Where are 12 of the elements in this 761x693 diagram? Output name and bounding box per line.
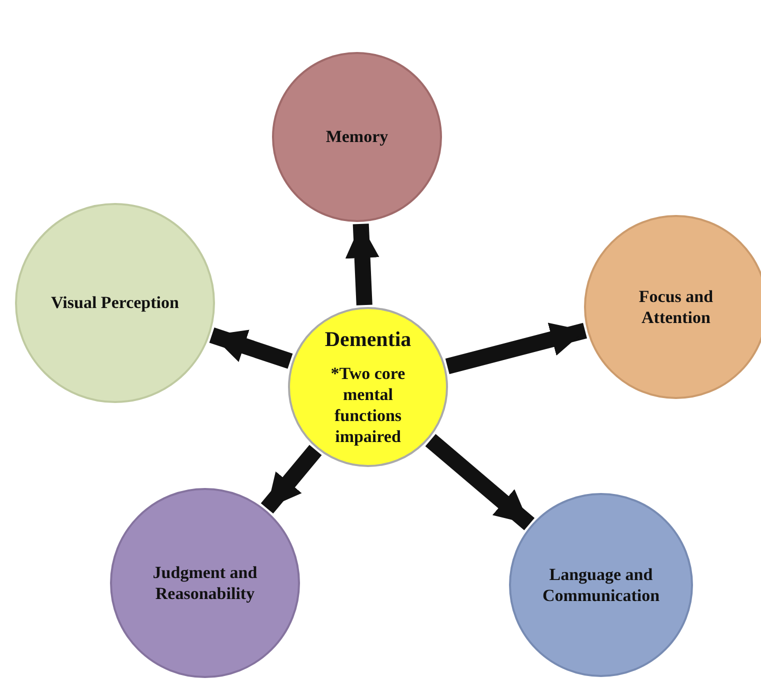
block-arrow — [445, 322, 588, 374]
circle-title: Judgment and Reasonability — [152, 562, 258, 604]
circle-title: Focus and Attention — [638, 286, 714, 328]
circle-title: Language and Communication — [541, 564, 661, 606]
circle-note: *Two core mental functions impaired — [330, 362, 406, 448]
circle-title: Dementia — [324, 326, 412, 353]
circle-title: Visual Perception — [51, 292, 179, 314]
block-arrow — [260, 444, 322, 514]
block-arrow — [209, 328, 293, 369]
circle-title: Memory — [326, 126, 388, 148]
block-arrow — [425, 434, 535, 530]
block-arrow — [345, 224, 380, 306]
